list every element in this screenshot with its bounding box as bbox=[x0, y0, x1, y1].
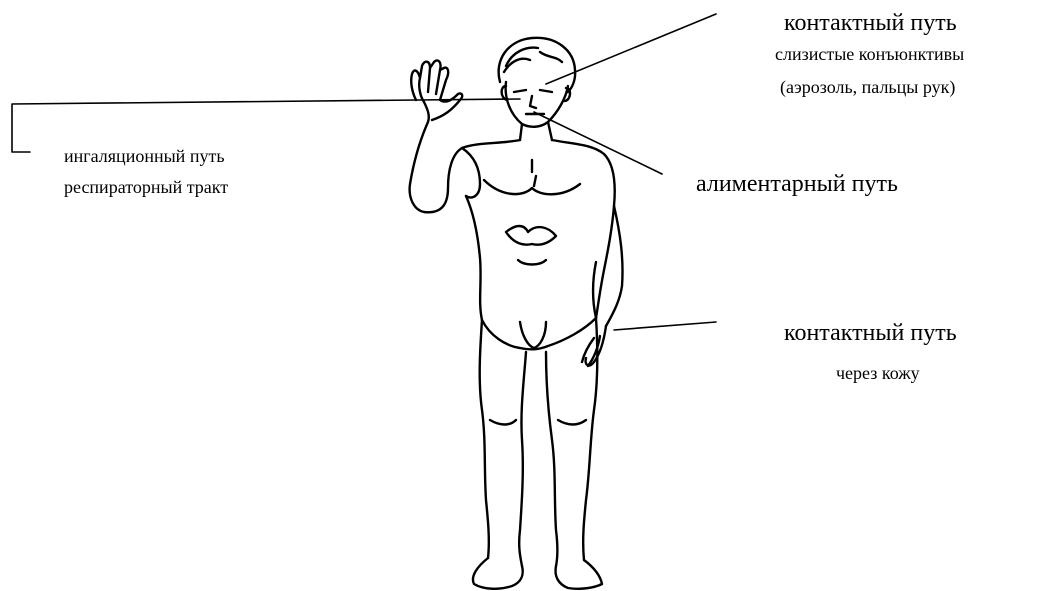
label-contact-eye-sub1: слизистые конъюнктивы bbox=[775, 44, 964, 65]
label-contact-eye-title: контактный путь bbox=[784, 10, 957, 38]
label-contact-eye-sub2: (аэрозоль, пальцы рук) bbox=[780, 77, 955, 98]
label-alimentary: алиментарный путь bbox=[696, 171, 898, 199]
label-inhalation-sub: респираторный тракт bbox=[64, 177, 228, 198]
label-inhalation-title: ингаляционный путь bbox=[64, 146, 225, 167]
label-contact-skin-title: контактный путь bbox=[784, 320, 957, 348]
pointer-line-contact-skin bbox=[614, 322, 716, 330]
human-figure-icon bbox=[410, 38, 623, 589]
label-contact-skin-sub: через кожу bbox=[836, 363, 920, 384]
pointer-line-alimentary bbox=[534, 112, 662, 174]
pointer-line-contact-eye bbox=[546, 14, 716, 84]
pointer-line-inhalation bbox=[12, 99, 520, 152]
